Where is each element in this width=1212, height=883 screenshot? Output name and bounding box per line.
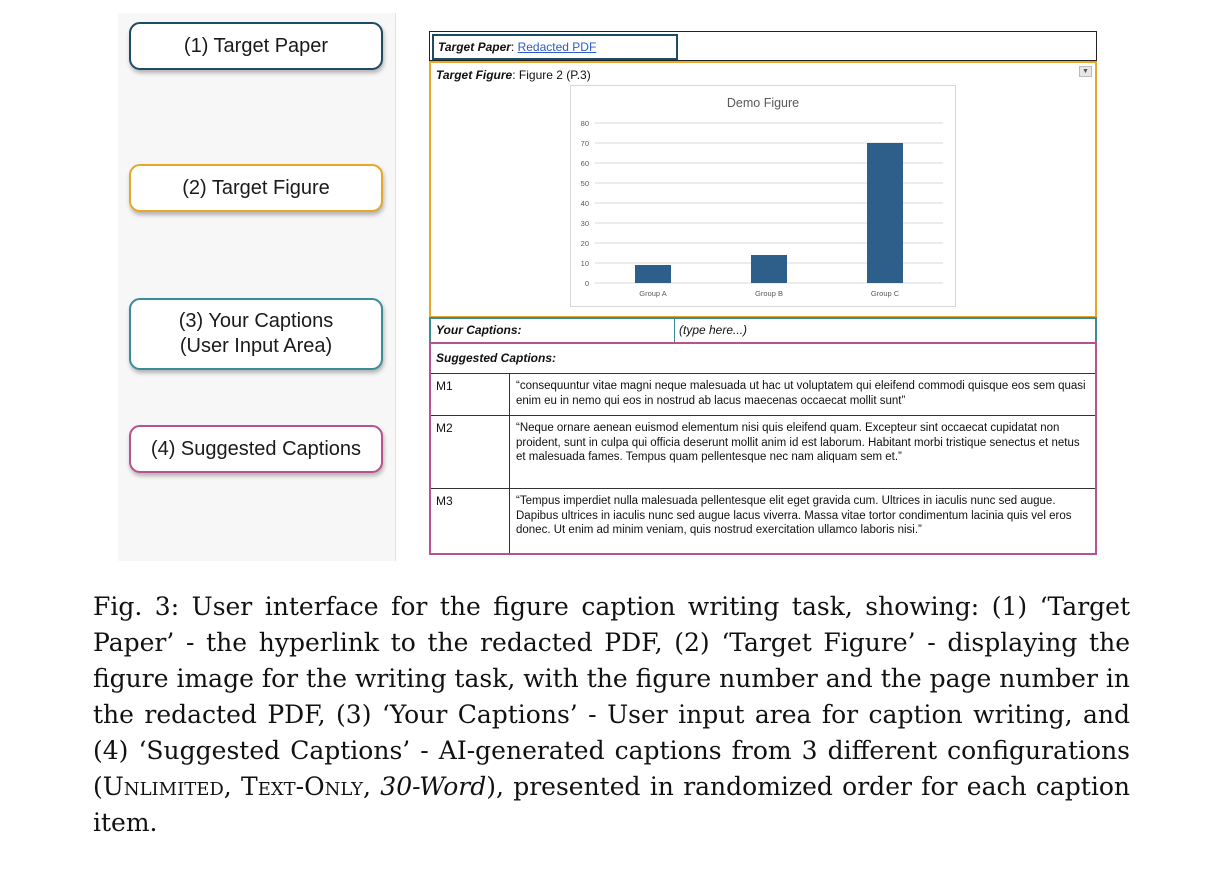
suggested-row-text: “Tempus imperdiet nulla malesuada pellen… [516,495,1072,536]
target-figure-panel: Target Figure: Figure 2 (P.3) ▼ Demo Fig… [429,61,1097,318]
legend-suggested-captions: (4) Suggested Captions [129,425,383,473]
y-tick-label: 0 [585,279,589,288]
y-tick-label: 50 [581,179,589,188]
target-paper-row: Target Paper: Redacted PDF [429,31,1097,61]
suggested-row-text: “Neque ornare aenean euismod elementum n… [516,422,1080,463]
redacted-pdf-link[interactable]: Redacted PDF [517,40,597,54]
y-tick-label: 40 [581,199,589,208]
your-captions-row: Your Captions: [429,317,1097,344]
y-tick-label: 80 [581,119,589,128]
bar [635,265,671,283]
legend-target-paper: (1) Target Paper [129,22,383,70]
legend-your-captions: (3) Your Captions (User Input Area) [129,298,383,370]
config-30-word: 30-Word [380,772,487,801]
x-tick-label: Group B [755,289,783,298]
target-figure-heading: Target Figure: Figure 2 (P.3) [436,68,591,82]
suggested-row: M2 “Neque ornare aenean euismod elementu… [431,416,1095,489]
y-tick-label: 10 [581,259,589,268]
y-tick-label: 60 [581,159,589,168]
captions-divider [674,319,675,342]
config-unlimited: Unlimited [102,772,224,801]
caption-text-part1: Fig. 3: User interface for the figure ca… [93,592,1130,801]
caption-text-part2: ), presented in randomized order for eac… [93,772,1130,837]
suggested-row: M3 “Tempus imperdiet nulla malesuada pel… [431,489,1095,553]
y-tick-label: 20 [581,239,589,248]
caption-sep-1: , [223,772,242,801]
suggested-row-id: M1 [431,374,510,415]
your-captions-label: Your Captions: [436,323,522,337]
caption-input[interactable] [679,320,1084,340]
bar [751,255,787,283]
target-figure-value: : Figure 2 (P.3) [512,68,591,82]
suggested-row-text: “consequuntur vitae magni neque malesuad… [516,380,1086,407]
y-tick-label: 30 [581,219,589,228]
target-paper-sep: : [510,40,518,54]
dropdown-arrow-icon[interactable]: ▼ [1079,66,1092,77]
x-tick-label: Group C [871,289,900,298]
suggested-row-id: M2 [431,416,510,488]
figure-caption: Fig. 3: User interface for the figure ca… [93,589,1130,841]
suggested-captions-panel: Suggested Captions: M1 “consequuntur vit… [429,342,1097,555]
suggested-row-id: M3 [431,489,510,553]
bar [867,143,903,283]
y-tick-label: 70 [581,139,589,148]
target-paper-cell: Target Paper: Redacted PDF [432,34,678,60]
x-tick-label: Group A [639,289,667,298]
suggested-row: M1 “consequuntur vitae magni neque males… [431,374,1095,416]
chart-title: Demo Figure [727,96,799,110]
suggested-captions-heading: Suggested Captions: [436,351,557,365]
legend-target-figure: (2) Target Figure [129,164,383,212]
caption-sep-2: , [363,772,381,801]
target-figure-label: Target Figure [436,68,513,82]
legend-panel: (1) Target Paper (2) Target Figure (3) Y… [118,13,396,561]
config-text-only: Text-Only [241,772,364,801]
suggested-captions-table: M1 “consequuntur vitae magni neque males… [431,373,1095,553]
target-paper-label: Target Paper [438,40,511,54]
